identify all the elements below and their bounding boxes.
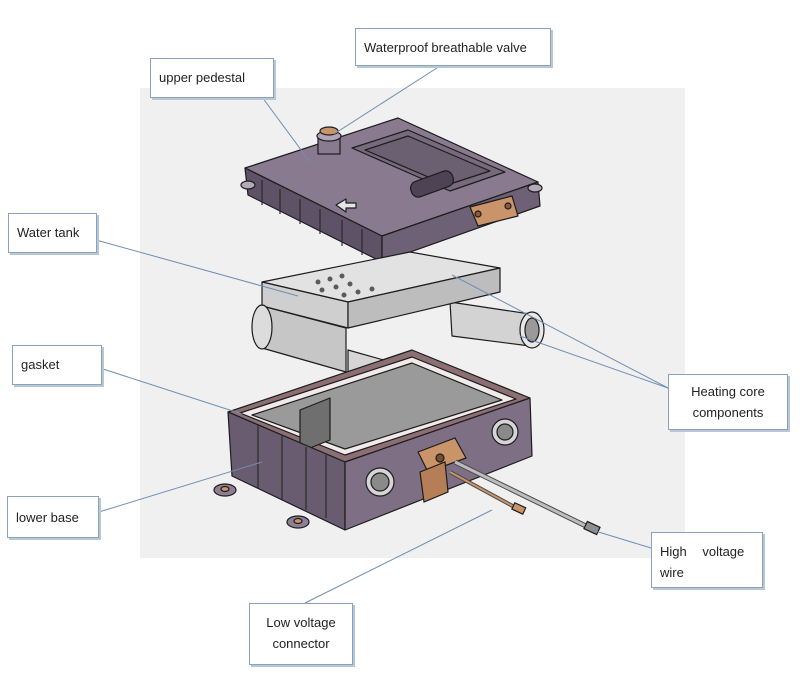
- leader-gasket: [99, 367, 243, 415]
- label-text-line-1: Heating core: [691, 384, 765, 399]
- leader-heating-core-b: [519, 335, 669, 389]
- label-text: Waterproof breathable valve: [364, 40, 527, 55]
- label-lower-base: lower base: [7, 496, 99, 538]
- leader-valve: [333, 65, 441, 135]
- leader-water-tank: [95, 239, 299, 297]
- leader-high-voltage: [591, 529, 652, 549]
- label-text-line-2: connector: [272, 636, 330, 651]
- label-text-line-2: wire: [660, 565, 684, 580]
- label-low-voltage-connector: Low voltage connector: [249, 603, 353, 665]
- leader-lines: [95, 65, 669, 604]
- label-gasket: gasket: [12, 345, 102, 385]
- label-text-line-1: Low voltage: [266, 615, 336, 630]
- label-heating-core-components: Heating core components: [668, 374, 788, 430]
- label-text-line-1: High voltage: [660, 544, 745, 559]
- leader-heating-core-a: [451, 274, 669, 389]
- label-text-line-2: components: [692, 405, 764, 420]
- label-text: lower base: [16, 510, 79, 525]
- leader-lower-base: [98, 461, 263, 513]
- label-high-voltage-wire: High voltage wire: [651, 532, 763, 588]
- label-text: gasket: [21, 357, 60, 372]
- label-text: Water tank: [17, 225, 80, 240]
- label-water-tank: Water tank: [8, 213, 97, 253]
- label-upper-pedestal: upper pedestal: [150, 58, 274, 98]
- label-text: upper pedestal: [159, 70, 246, 85]
- high-voltage-wire: [417, 437, 601, 536]
- leader-upper-pedestal: [261, 96, 311, 163]
- leader-low-voltage: [304, 509, 493, 604]
- label-waterproof-breathable-valve: Waterproof breathable valve: [355, 28, 551, 66]
- breathable-valve: [316, 126, 342, 155]
